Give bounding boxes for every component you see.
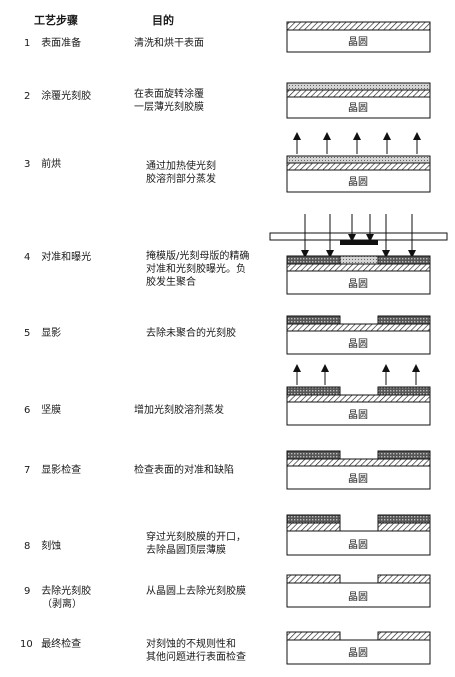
step-4-wafer: 晶圆 — [286, 255, 431, 295]
step-10-wafer: 晶圆 — [286, 631, 431, 665]
step-7-wafer: 晶圆 — [286, 450, 431, 490]
header-step-column: 工艺步骤 — [34, 14, 78, 27]
step-4-mask — [269, 232, 448, 245]
wafer-label: 晶圆 — [348, 647, 368, 659]
step-4-name: 4 对准和曝光 — [24, 252, 92, 263]
wafer-label: 晶圆 — [348, 176, 368, 188]
step-10-purpose: 对刻蚀的不规则性和其他问题进行表面检查 — [146, 639, 246, 663]
wafer-label: 晶圆 — [348, 278, 368, 290]
wafer-label: 晶圆 — [348, 102, 368, 114]
step-6-name: 6 坚膜 — [24, 405, 62, 416]
step-8-purpose: 穿过光刻胶膜的开口，去除晶圆顶层薄膜 — [146, 532, 246, 556]
wafer-label: 晶圆 — [348, 539, 368, 551]
step-2-wafer: 晶圆 — [286, 82, 431, 119]
step-5-purpose: 去除未聚合的光刻胶 — [146, 328, 236, 339]
step-1-wafer: 晶圆 — [286, 21, 431, 53]
step-2-purpose: 在表面旋转涂覆一层薄光刻胶膜 — [134, 89, 204, 113]
step-2-name: 2 涂覆光刻胶 — [24, 91, 92, 102]
step-8-wafer: 晶圆 — [286, 514, 431, 556]
step-1-purpose: 清洗和烘干表面 — [134, 38, 204, 49]
step-3-wafer: 晶圆 — [286, 155, 431, 193]
step-6-purpose: 增加光刻胶溶剂蒸发 — [134, 405, 224, 416]
step-3-bake-arrows — [293, 132, 421, 154]
step-9-wafer: 晶圆 — [286, 574, 431, 608]
step-5-wafer: 晶圆 — [286, 315, 431, 355]
wafer-label: 晶圆 — [348, 409, 368, 421]
wafer-label: 晶圆 — [348, 36, 368, 48]
step-9-name: 9 去除光刻胶（剥离） — [24, 586, 92, 610]
step-9-purpose: 从晶圆上去除光刻胶膜 — [146, 586, 246, 597]
step-10-name: 10 最终检查 — [20, 639, 82, 650]
header-purpose-column: 目的 — [152, 14, 174, 27]
step-6-wafer: 晶圆 — [286, 386, 431, 426]
step-6-bake-arrows — [293, 364, 420, 385]
step-5-name: 5 显影 — [24, 328, 62, 339]
wafer-label: 晶圆 — [348, 591, 368, 603]
step-8-name: 8 刻蚀 — [24, 541, 62, 552]
wafer-label: 晶圆 — [348, 338, 368, 350]
step-7-name: 7 显影检查 — [24, 465, 82, 476]
wafer-label: 晶圆 — [348, 473, 368, 485]
step-1-name: 1 表面准备 — [24, 38, 82, 49]
step-3-name: 3 前烘 — [24, 159, 62, 170]
step-4-purpose: 掩模版/光刻母版的精确对准和光刻胶曝光。负胶发生聚合 — [146, 251, 250, 288]
step-4-exposure-arrows — [301, 214, 416, 258]
step-7-purpose: 检查表面的对准和缺陷 — [134, 465, 234, 476]
step-3-purpose: 通过加热使光刻胶溶剂部分蒸发 — [146, 161, 216, 185]
